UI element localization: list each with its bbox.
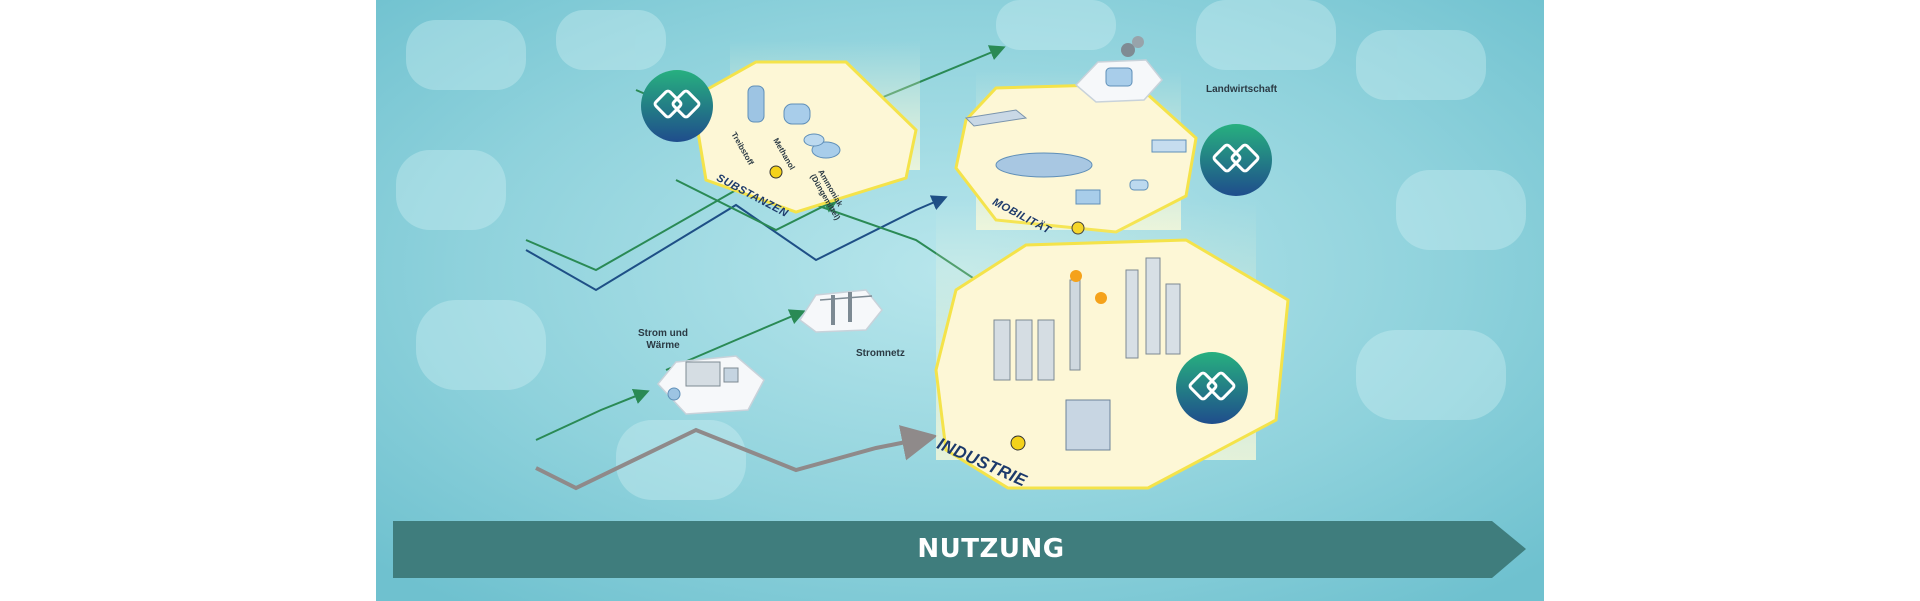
silo-icon [993, 319, 1011, 381]
blue-flow-mobilitaet [525, 195, 948, 292]
ex-hazard-icon [769, 165, 783, 179]
tower-icon [1069, 279, 1081, 371]
label-landwirtschaft: Landwirtschaft [1206, 84, 1278, 95]
power-pylon-icon [831, 295, 835, 325]
bokeh-pattern [396, 0, 1526, 500]
zone-industrie [934, 200, 1290, 490]
zone-substanzen [696, 40, 920, 214]
power-plant-icon [685, 361, 721, 387]
label-strom-line2: Wärme [646, 340, 680, 351]
ammonia-tank-icon [811, 141, 841, 159]
ship-icon [995, 152, 1093, 178]
diagram-canvas: SUBSTANZEN MOBILITÄT INDUSTRIE Treibstof… [376, 0, 1544, 601]
hydrogen-chain-icon [1176, 352, 1248, 424]
factory-building-icon [1065, 399, 1111, 451]
zone-strom-waerme [657, 355, 765, 415]
banner-label: NUTZUNG [917, 534, 1065, 564]
green-flow-strom [535, 389, 650, 441]
hydrogen-chain-icon [641, 70, 713, 142]
label-stromnetz: Stromnetz [856, 348, 905, 359]
hydrogen-chain-icon [1200, 124, 1272, 196]
label-strom-line1: Strom und [638, 328, 688, 339]
car-icon [1129, 179, 1149, 191]
airplane-icon [964, 109, 1028, 127]
label-strom-waerme: Strom und Wärme [638, 328, 688, 352]
grey-pipeline-industrie [535, 425, 938, 491]
zone-landwirtschaft [1074, 36, 1163, 103]
zone-stromnetz [798, 289, 883, 333]
fuel-station-icon [1151, 139, 1187, 153]
flame-icon [1070, 270, 1082, 282]
fuel-tank-icon [747, 85, 765, 123]
ex-hazard-icon [1010, 435, 1026, 451]
nutzung-banner-arrow [393, 521, 1526, 578]
methanol-tank-icon [783, 103, 811, 125]
tractor-icon [1105, 67, 1133, 87]
green-flow-substanzen-2 [675, 179, 840, 232]
